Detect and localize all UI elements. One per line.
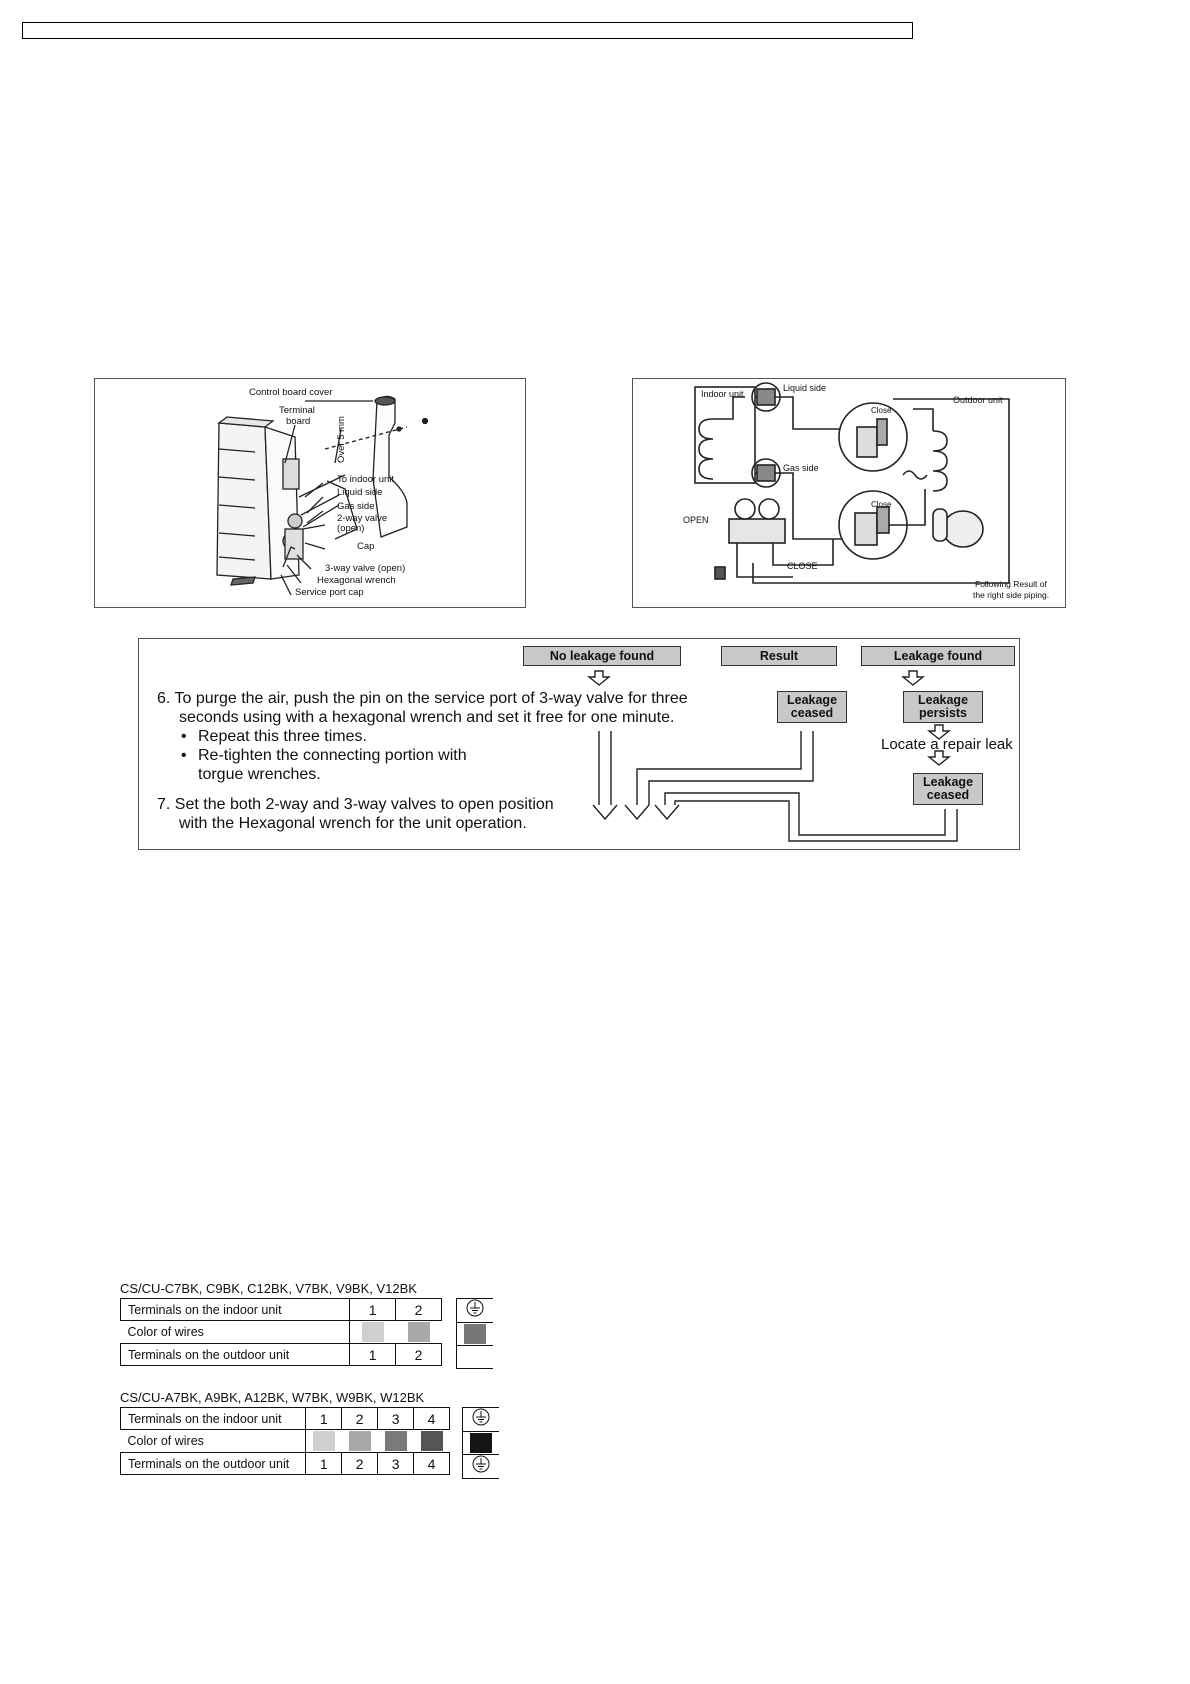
flow-leakage-persists: Leakage persists bbox=[903, 691, 983, 723]
flow-leakage-ceased-result-line2: ceased bbox=[790, 706, 834, 720]
t2-ground-swatch bbox=[470, 1433, 492, 1453]
ground-icon bbox=[472, 1455, 490, 1473]
t1-wire-swatch-2 bbox=[407, 1322, 430, 1342]
t2-indoor-terminal-2: 2 bbox=[341, 1407, 379, 1430]
t1-row-indoor-label: Terminals on the indoor unit bbox=[119, 1298, 351, 1321]
wiring-model-2: CS/CU-A7BK, A9BK, A12BK, W7BK, W9BK, W12… bbox=[120, 1390, 425, 1405]
label-close-top: Close bbox=[871, 406, 892, 415]
t1-ground-swatch bbox=[464, 1324, 486, 1344]
bullet-dot-1: • bbox=[181, 728, 187, 745]
ground-icon bbox=[466, 1299, 484, 1317]
t1-ground-indoor bbox=[456, 1298, 493, 1323]
t2-row-outdoor-label: Terminals on the outdoor unit bbox=[119, 1452, 307, 1475]
t1-indoor-terminal-2: 2 bbox=[395, 1298, 442, 1321]
label-board: board bbox=[286, 416, 310, 427]
label-indoor-unit: Indoor unit bbox=[701, 389, 744, 399]
label-gas-side-pipe: Gas side bbox=[783, 463, 819, 473]
step6-line2: seconds using with a hexagonal wrench an… bbox=[179, 709, 675, 726]
t2-ground-indoor bbox=[462, 1407, 499, 1432]
label-note-line1: Following Result of bbox=[975, 579, 1047, 589]
valve-connection-illustration: Control board cover Terminal board Over … bbox=[216, 387, 429, 598]
t2-wire-swatch-4 bbox=[420, 1431, 443, 1451]
piping-schematic-illustration: Indoor unit Liquid side Outdoor unit Clo… bbox=[683, 382, 1049, 600]
label-3-way-valve: 3-way valve (open) bbox=[325, 563, 405, 574]
label-terminal: Terminal bbox=[279, 405, 315, 416]
t2-indoor-terminal-3: 3 bbox=[377, 1407, 415, 1430]
t1-indoor-terminal-1: 1 bbox=[349, 1298, 397, 1321]
t2-outdoor-terminal-3: 3 bbox=[377, 1452, 415, 1475]
wiring-table-2: Terminals on the indoor unit 1 2 3 4 Col… bbox=[119, 1407, 450, 1475]
t1-ground-outdoor bbox=[456, 1345, 493, 1369]
flow-leakage-found: Leakage found bbox=[861, 646, 1015, 666]
header-bar bbox=[22, 22, 913, 39]
t1-outdoor-terminal-2: 2 bbox=[395, 1343, 442, 1366]
t1-outdoor-terminal-1: 1 bbox=[349, 1343, 397, 1366]
t2-wire-color-1 bbox=[306, 1430, 342, 1453]
flow-leakage-ceased-result-line1: Leakage bbox=[786, 693, 838, 707]
label-close-bottom: Close bbox=[871, 500, 892, 509]
t2-row-indoor-label: Terminals on the indoor unit bbox=[119, 1407, 307, 1430]
label-2-way-valve: 2-way valve bbox=[337, 513, 387, 524]
flow-leakage-ceased-final-line2: ceased bbox=[926, 788, 970, 802]
flow-result: Result bbox=[721, 646, 837, 666]
t2-ground-outdoor bbox=[462, 1454, 499, 1479]
label-control-board-cover: Control board cover bbox=[249, 387, 332, 398]
t1-wire-color-1 bbox=[350, 1321, 396, 1344]
label-open-gauge: OPEN bbox=[683, 515, 709, 525]
t2-ground-color bbox=[462, 1431, 499, 1455]
step7-line1: 7. Set the both 2-way and 3-way valves t… bbox=[157, 796, 554, 813]
flow-arrows bbox=[587, 670, 958, 842]
step6-bullet2-line2: torgue wrenches. bbox=[198, 766, 321, 783]
t2-indoor-terminal-1: 1 bbox=[305, 1407, 343, 1430]
t2-outdoor-terminal-4: 4 bbox=[413, 1452, 450, 1475]
piping-schematic: Indoor unit Liquid side Outdoor unit Clo… bbox=[632, 378, 1066, 608]
wiring-ground-table-2 bbox=[462, 1407, 499, 1479]
label-to-indoor-unit: To indoor unit bbox=[337, 474, 394, 485]
step6-line1: 6. To purge the air, push the pin on the… bbox=[157, 690, 688, 707]
label-cap: Cap bbox=[357, 541, 374, 552]
ground-icon bbox=[472, 1408, 490, 1426]
flow-leakage-ceased-result: Leakage ceased bbox=[777, 691, 847, 723]
step6-bullet2-line1: Re-tighten the connecting portion with bbox=[198, 747, 467, 764]
t2-wire-color-4 bbox=[414, 1430, 450, 1453]
t2-indoor-terminal-4: 4 bbox=[413, 1407, 450, 1430]
label-outdoor-unit: Outdoor unit bbox=[953, 395, 1003, 405]
t2-outdoor-terminal-1: 1 bbox=[305, 1452, 343, 1475]
t2-wire-swatch-2 bbox=[348, 1431, 371, 1451]
step6-bullet1: Repeat this three times. bbox=[198, 728, 367, 745]
flow-leakage-ceased-final-line1: Leakage bbox=[922, 775, 974, 789]
t2-wire-color-2 bbox=[342, 1430, 378, 1453]
t1-ground-color bbox=[456, 1322, 493, 1346]
valve-connection-diagram: Control board cover Terminal board Over … bbox=[94, 378, 526, 608]
t1-wire-swatch-1 bbox=[361, 1322, 384, 1342]
flow-leakage-ceased-final: Leakage ceased bbox=[913, 773, 983, 805]
flow-leakage-persists-line2: persists bbox=[919, 706, 967, 720]
bullet-dot-2: • bbox=[181, 747, 187, 764]
step7-line2: with the Hexagonal wrench for the unit o… bbox=[179, 815, 527, 832]
wiring-model-1: CS/CU-C7BK, C9BK, C12BK, V7BK, V9BK, V12… bbox=[120, 1281, 417, 1296]
t2-row-color-label: Color of wires bbox=[120, 1429, 307, 1453]
wiring-ground-table-1 bbox=[456, 1298, 493, 1369]
label-over-5mm: Over 5 mm bbox=[336, 416, 347, 463]
air-purge-panel: No leakage found Result Leakage found Le… bbox=[138, 638, 1020, 850]
t2-outdoor-terminal-2: 2 bbox=[341, 1452, 379, 1475]
flow-no-leakage-found: No leakage found bbox=[523, 646, 681, 666]
label-liquid-side-pipe: Liquid side bbox=[783, 383, 826, 393]
t1-row-color-label: Color of wires bbox=[120, 1320, 351, 1344]
t2-wire-color-3 bbox=[378, 1430, 414, 1453]
label-close-gauge: CLOSE bbox=[787, 561, 818, 571]
flow-leakage-persists-line1: Leakage bbox=[917, 693, 969, 707]
t1-row-outdoor-label: Terminals on the outdoor unit bbox=[119, 1343, 351, 1366]
t1-wire-color-2 bbox=[396, 1321, 442, 1344]
t2-wire-swatch-1 bbox=[313, 1431, 335, 1451]
label-open: (open) bbox=[337, 523, 364, 534]
flow-locate-repair-leak: Locate a repair leak bbox=[881, 736, 1013, 753]
label-service-port-cap: Service port cap bbox=[295, 587, 364, 598]
t2-wire-swatch-3 bbox=[384, 1431, 407, 1451]
wiring-table-1: Terminals on the indoor unit 1 2 Color o… bbox=[119, 1298, 442, 1366]
label-gas-side: Gas side bbox=[337, 501, 375, 512]
label-hexagonal-wrench: Hexagonal wrench bbox=[317, 575, 396, 586]
label-liquid-side: Liquid side bbox=[337, 487, 382, 498]
label-note-line2: the right side piping. bbox=[973, 590, 1049, 600]
